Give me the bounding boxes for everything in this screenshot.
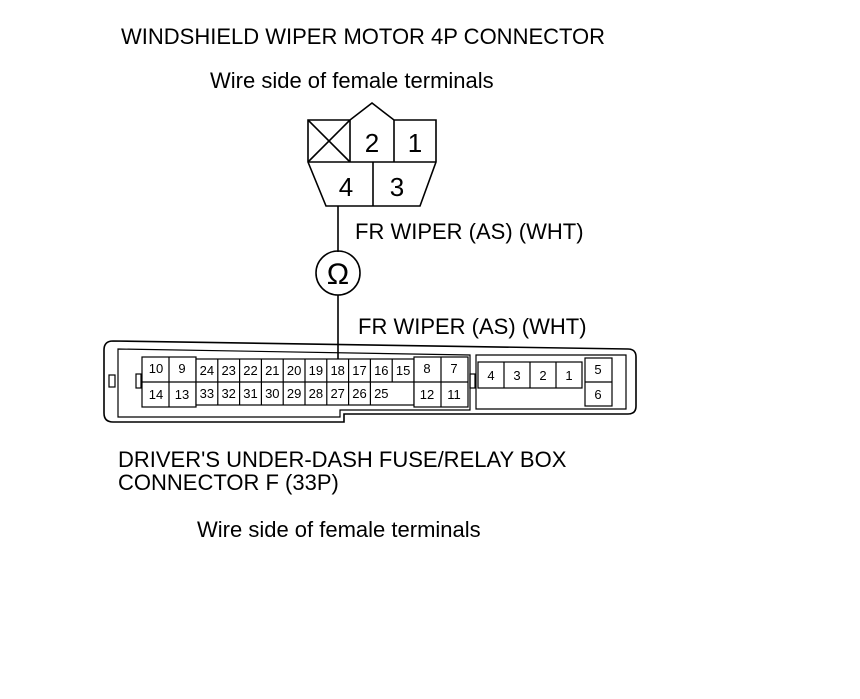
pin-f22: 22 — [243, 363, 257, 378]
pin-f32: 32 — [221, 386, 235, 401]
pin-f9: 9 — [178, 361, 185, 376]
pin-f6: 6 — [594, 387, 601, 402]
pin-f11: 11 — [447, 387, 461, 402]
pin-f27: 27 — [330, 386, 344, 401]
pin-f1: 1 — [565, 368, 572, 383]
pin-f19: 19 — [309, 363, 323, 378]
pin-f28: 28 — [309, 386, 323, 401]
pin-f18: 18 — [330, 363, 344, 378]
top-connector-subtitle: Wire side of female terminals — [210, 68, 494, 93]
pin-f17: 17 — [352, 363, 366, 378]
pin-f3: 3 — [513, 368, 520, 383]
pin-4: 4 — [339, 172, 353, 202]
pin-2: 2 — [365, 128, 379, 158]
pin-f16: 16 — [374, 363, 388, 378]
bottom-connector-subtitle: Wire side of female terminals — [197, 517, 481, 542]
pin-f2: 2 — [539, 368, 546, 383]
wiper-motor-connector: 2 1 4 3 — [307, 101, 437, 207]
pin-f13: 13 — [175, 387, 189, 402]
pin-f4: 4 — [487, 368, 494, 383]
pin-f33: 33 — [200, 386, 214, 401]
pin-f8: 8 — [423, 361, 430, 376]
pin-3: 3 — [390, 172, 404, 202]
pin-f24: 24 — [200, 363, 214, 378]
pin-f5: 5 — [594, 362, 601, 377]
pin-f26: 26 — [352, 386, 366, 401]
pin-f10: 10 — [149, 361, 163, 376]
pin-f30: 30 — [265, 386, 279, 401]
wire-label-upper: FR WIPER (AS) (WHT) — [355, 219, 584, 244]
pin-f12: 12 — [420, 387, 434, 402]
pin-f20: 20 — [287, 363, 301, 378]
pin-f7: 7 — [450, 361, 457, 376]
pin-f14: 14 — [149, 387, 163, 402]
bottom-connector-title-line1: DRIVER'S UNDER-DASH FUSE/RELAY BOX — [118, 447, 567, 472]
pin-f31: 31 — [243, 386, 257, 401]
pin-f21: 21 — [265, 363, 279, 378]
ohm-symbol: Ω — [327, 258, 349, 291]
pin-1: 1 — [408, 128, 422, 158]
pin-f25: 25 — [374, 386, 388, 401]
wire-label-lower: FR WIPER (AS) (WHT) — [358, 314, 587, 339]
pin-f29: 29 — [287, 386, 301, 401]
bottom-connector-title-line2: CONNECTOR F (33P) — [118, 470, 339, 495]
pin-f15: 15 — [396, 363, 410, 378]
pin-f23: 23 — [221, 363, 235, 378]
top-connector-title: WINDSHIELD WIPER MOTOR 4P CONNECTOR — [121, 24, 605, 49]
